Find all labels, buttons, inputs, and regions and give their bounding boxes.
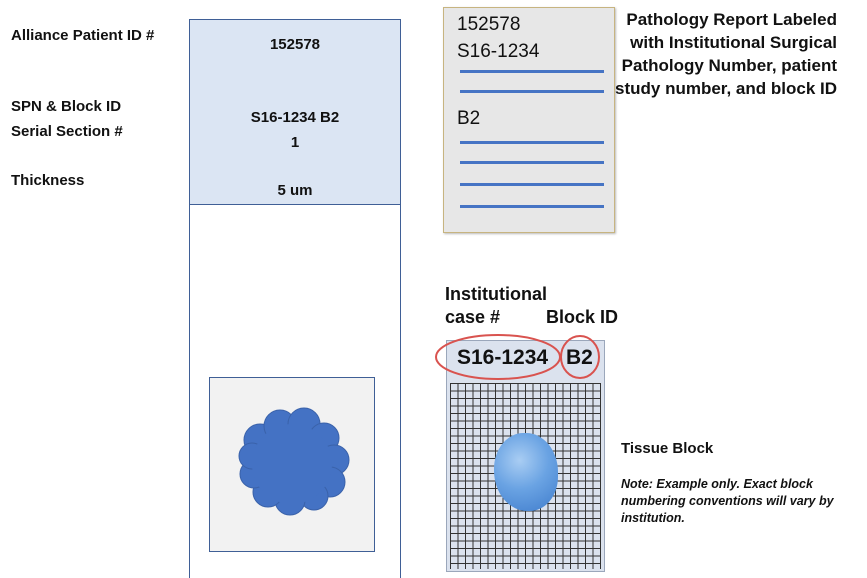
- report-text-line: [460, 90, 604, 93]
- block-id-label: Block ID: [546, 307, 619, 327]
- report-text-line: [460, 70, 604, 73]
- tissue-section-box: [209, 377, 375, 552]
- slide: 152578 S16-1234 B2 1 5 um: [189, 19, 401, 578]
- slide-serial-section: 1: [290, 134, 300, 151]
- slide-thickness: 5 um: [277, 182, 313, 199]
- case-number-circle: [435, 334, 561, 380]
- slide-spn-block: S16-1234 B2: [250, 109, 340, 126]
- institutional-label: Institutional: [445, 284, 547, 304]
- pathology-report: 152578 S16-1234 B2: [443, 7, 615, 233]
- report-case-number: S16-1234: [457, 41, 540, 62]
- tissue-section-icon: [238, 407, 350, 516]
- report-patient-id: 152578: [457, 14, 521, 35]
- label-serial-section: Serial Section #: [11, 123, 123, 140]
- case-number-text: S16-1234: [457, 346, 549, 369]
- label-thickness: Thickness: [11, 172, 85, 189]
- case-number-label: case #: [445, 307, 501, 327]
- slide-label-area: 152578 S16-1234 B2 1 5 um: [190, 20, 400, 205]
- report-text-line: [460, 161, 604, 164]
- block-id-text: B2: [566, 346, 593, 369]
- cassette-grid: [450, 383, 601, 569]
- report-description: Pathology Report Labeled with Institutio…: [615, 10, 837, 98]
- report-text-line: [460, 205, 604, 208]
- tissue-block-label: Tissue Block: [621, 440, 714, 457]
- label-spn-block: SPN & Block ID: [11, 98, 122, 115]
- tissue-block-tissue: [494, 433, 558, 511]
- label-patient-id: Alliance Patient ID #: [11, 27, 155, 44]
- report-block-id: B2: [457, 108, 481, 129]
- example-note: Note: Example only. Exact block numberin…: [621, 477, 834, 525]
- report-text-line: [460, 183, 604, 186]
- block-id-circle: [560, 335, 600, 379]
- slide-patient-id: 152578: [269, 36, 321, 53]
- report-text-line: [460, 141, 604, 144]
